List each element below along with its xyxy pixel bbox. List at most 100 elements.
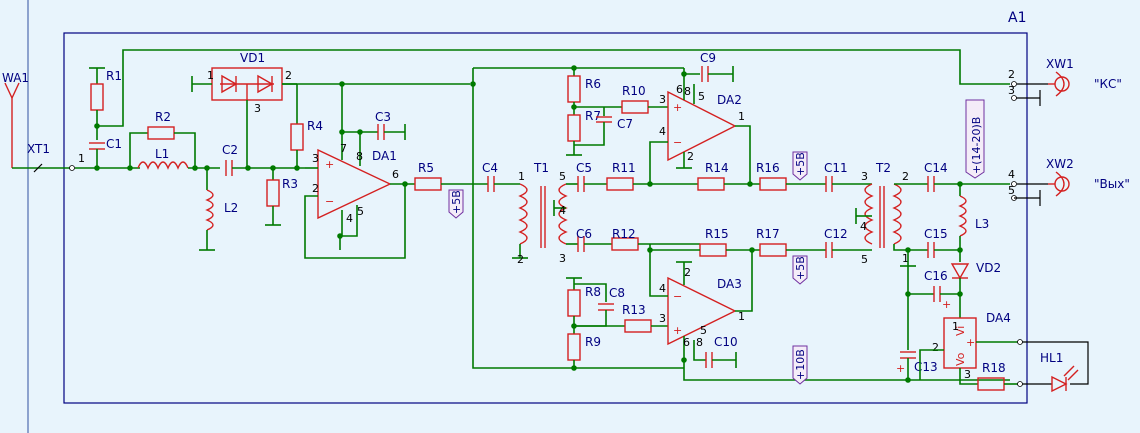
block-label: A1 (1008, 10, 1026, 26)
label-r8: R8 (585, 285, 601, 299)
label-r18: R18 (982, 361, 1006, 375)
output-vyh: "Вых" (1094, 177, 1130, 191)
pin-vd1-2: 2 (285, 69, 292, 82)
label-l1: L1 (155, 147, 169, 161)
label-vd2: VD2 (976, 261, 1001, 275)
pin-da2-2: 2 (687, 150, 694, 163)
svg-text:+10В: +10В (794, 349, 807, 380)
pin-xw2-5: 5 (1008, 184, 1015, 197)
label-r10: R10 (622, 84, 646, 98)
resistor-r14 (697, 177, 725, 191)
pin-t2-5: 5 (861, 253, 868, 266)
pin-da1-2: 2 (312, 182, 319, 195)
label-r14: R14 (705, 161, 729, 175)
pin-da2-3: 3 (659, 93, 666, 106)
label-da1: DA1 (372, 149, 397, 163)
pin-da1-8: 8 (356, 150, 363, 163)
label-vd1: VD1 (240, 51, 265, 65)
resistor-r1 (90, 83, 104, 111)
label-r5: R5 (418, 161, 434, 175)
wire-left-rail (472, 68, 684, 369)
pin-t2-4: 4 (860, 220, 867, 233)
svg-text:−: − (325, 195, 334, 208)
opamp-da2 (667, 90, 737, 162)
label-c8: C8 (609, 286, 625, 300)
da4-plus: + (966, 336, 975, 349)
label-c7: C7 (617, 117, 633, 131)
inductor-l1 (137, 161, 189, 170)
svg-text:+5В: +5В (450, 190, 463, 214)
terminal-xt1 (33, 163, 75, 173)
pin-da3-4: 4 (659, 282, 666, 295)
pin-da3-2: 2 (684, 266, 691, 279)
resistor-r9 (567, 333, 581, 361)
inductor-l2 (205, 189, 214, 231)
label-c4: C4 (482, 161, 498, 175)
label-r2: R2 (155, 110, 171, 124)
label-r11: R11 (612, 161, 636, 175)
transformer-t1 (518, 183, 568, 248)
opamp-da1 (317, 148, 392, 220)
pin-da2-1: 1 (738, 110, 745, 123)
label-xw1: XW1 (1046, 57, 1074, 71)
svg-text:+: + (673, 324, 682, 337)
pin-da2-8: 8 (684, 85, 691, 98)
label-r6: R6 (585, 77, 601, 91)
label-c13: C13 (914, 360, 938, 374)
c13-plus: + (896, 362, 905, 375)
pin-da3-8: 8 (696, 336, 703, 349)
pin-vd1-1: 1 (207, 69, 214, 82)
pin-t1-5: 5 (559, 170, 566, 183)
label-r7: R7 (585, 109, 601, 123)
pin-da1-7: 7 (340, 142, 347, 155)
opamp-da3 (667, 276, 737, 346)
antenna-wa1 (4, 82, 70, 169)
resistor-r6 (567, 75, 581, 103)
label-da2: DA2 (717, 93, 742, 107)
pin-t1-4: 4 (559, 204, 566, 217)
output-ks: "КС" (1094, 77, 1122, 91)
resistor-r7 (567, 114, 581, 142)
pin-da1-6: 6 (392, 168, 399, 181)
label-c12: C12 (824, 227, 848, 241)
da4-vi: Vi (954, 326, 967, 336)
diode-vd2 (950, 263, 970, 280)
power-label-p2: +5В (792, 151, 808, 181)
pin-da2-5: 5 (698, 90, 705, 103)
pin-da4-3: 3 (964, 368, 971, 381)
connector-xw2 (1048, 171, 1070, 197)
label-c3: C3 (375, 110, 391, 124)
svg-text:−: − (673, 290, 682, 303)
resistor-r10 (621, 100, 649, 114)
pin-da2-6: 6 (676, 83, 683, 96)
resistor-r4 (290, 123, 304, 151)
resistor-r2 (147, 126, 175, 140)
pin-t2-1: 1 (902, 252, 909, 265)
pin-da3-5: 5 (700, 324, 707, 337)
inductor-l3 (958, 195, 967, 237)
svg-text:+5В: +5В (794, 152, 807, 176)
label-c5: C5 (576, 161, 592, 175)
resistor-r11 (606, 177, 634, 191)
label-l2: L2 (224, 201, 238, 215)
pin-t2-3: 3 (861, 170, 868, 183)
label-c11: C11 (824, 161, 848, 175)
pin-t1-3: 3 (559, 252, 566, 265)
label-r4: R4 (307, 119, 323, 133)
label-c10: C10 (714, 335, 738, 349)
svg-text:−: − (673, 136, 682, 149)
label-da3: DA3 (717, 277, 742, 291)
connector-xw1 (1048, 71, 1070, 97)
label-c2: C2 (222, 143, 238, 157)
pin-da3-6: 6 (683, 336, 690, 349)
label-r17: R17 (756, 227, 780, 241)
label-t1: T1 (533, 161, 549, 175)
da4-vo: Vo (954, 352, 967, 366)
pin-xw1-3: 3 (1008, 84, 1015, 97)
led-hl1 (1051, 375, 1068, 393)
resistor-r15 (699, 243, 727, 257)
pin-da4-2: 2 (932, 341, 939, 354)
label-c9: C9 (700, 51, 716, 65)
resistor-r13 (624, 319, 652, 333)
